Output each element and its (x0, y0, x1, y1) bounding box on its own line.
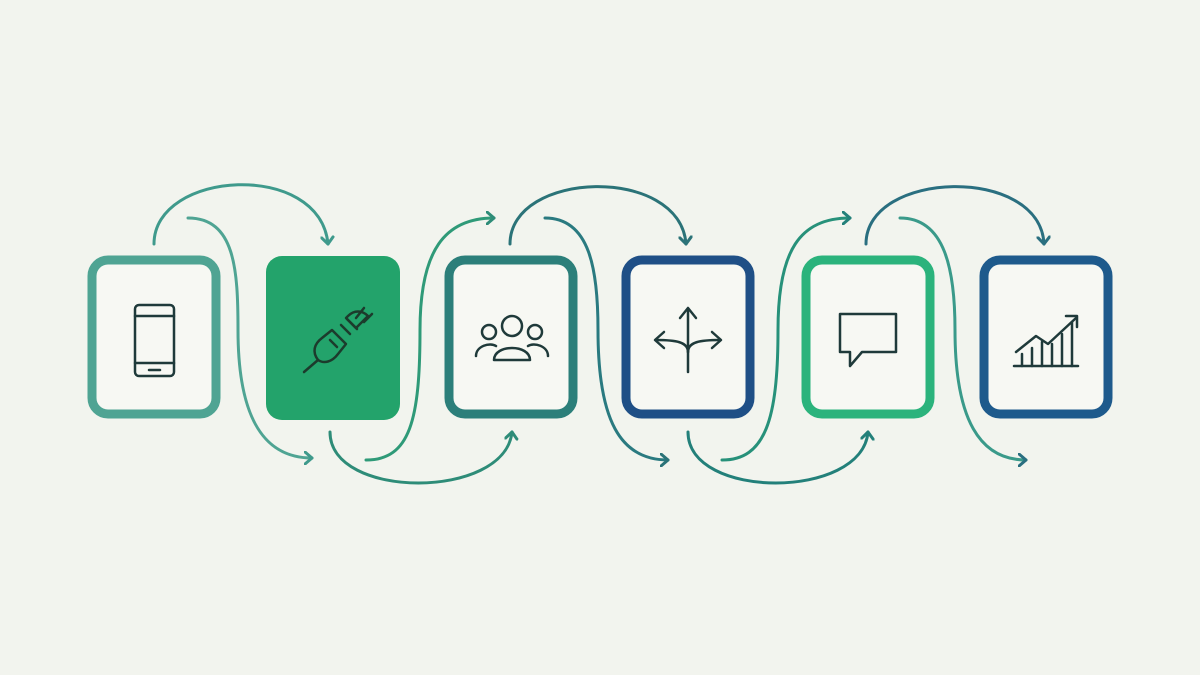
nodes (87, 255, 1113, 420)
speech-bubble-icon (838, 312, 898, 368)
node-3-team (444, 255, 578, 419)
connector-3-4-side (543, 216, 670, 460)
connectors (152, 183, 1044, 485)
node-5-chat (801, 255, 935, 419)
connector-1-2-side (186, 216, 314, 458)
node-1-smartphone (87, 255, 221, 419)
team-group-icon (474, 314, 550, 362)
connector-3-4-top (508, 185, 686, 246)
growth-chart-icon (1012, 314, 1080, 368)
node-4-directions (621, 255, 755, 419)
connector-5-6-side (898, 216, 1028, 460)
connector-1-2-top (152, 183, 328, 246)
smartphone-icon (133, 303, 176, 378)
connector-5-6-top (864, 185, 1044, 246)
direction-arrows-icon (653, 306, 723, 374)
node-2-plug (266, 256, 400, 420)
plug-connection-icon (302, 306, 374, 374)
connector-4-5-bottom (686, 430, 868, 485)
node-6-growth (979, 255, 1113, 419)
connector-4-5-side (720, 218, 852, 462)
connector-2-3-side (364, 218, 496, 462)
connector-2-3-bottom (328, 430, 512, 485)
